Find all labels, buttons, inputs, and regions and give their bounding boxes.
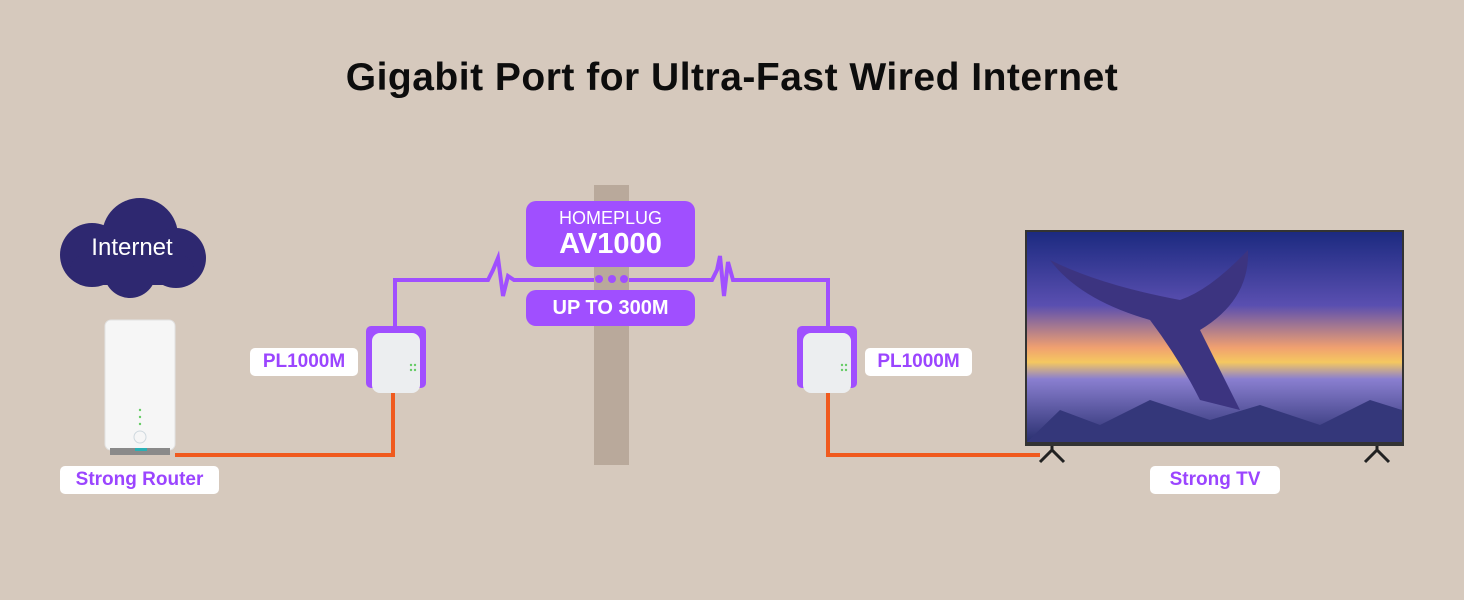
speed-badge: UP TO 300M xyxy=(526,290,695,326)
adapter-left-image xyxy=(366,326,426,393)
ethernet-cable-right xyxy=(826,390,1040,457)
homeplug-line1: HOMEPLUG xyxy=(558,208,663,228)
adapter-left-label: PL1000M xyxy=(250,348,358,376)
homeplug-line2: AV1000 xyxy=(559,228,662,260)
powerline-left xyxy=(393,250,594,330)
cloud-label: Internet xyxy=(91,234,173,261)
adapter-right-image xyxy=(797,326,857,393)
tv-image xyxy=(1025,230,1404,464)
page-title: Gigabit Port for Ultra-Fast Wired Intern… xyxy=(345,56,1119,99)
tv-label: Strong TV xyxy=(1150,466,1280,494)
homeplug-badge: HOMEPLUG AV1000 xyxy=(526,201,695,267)
adapter-right-label: PL1000M xyxy=(865,348,972,376)
router-image xyxy=(104,319,176,455)
router-label: Strong Router xyxy=(60,466,219,494)
internet-cloud-icon xyxy=(60,198,206,298)
powerline-right xyxy=(629,255,830,330)
ethernet-cable-left xyxy=(175,390,395,457)
